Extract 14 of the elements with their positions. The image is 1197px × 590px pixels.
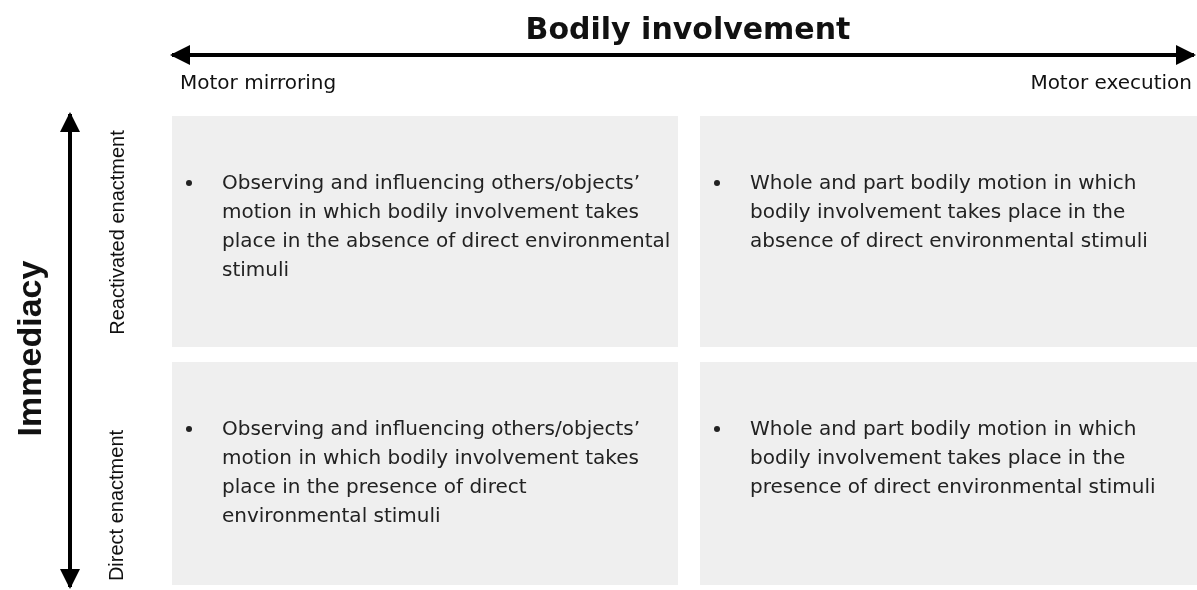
axis-end-label: Reactivated enactment [105,129,129,335]
axis-end-label: Direct enactment [105,429,129,581]
axis-title: Immediacy [10,260,50,436]
axis-title: Bodily involvement [525,10,851,46]
quadrant-box [700,116,1197,347]
quadrant-box [700,362,1197,585]
bullet-text: Observing and influencing others/objects’ motion in which bodily involvement takes place in the absence of direct environmental stimuli [222,169,672,283]
axis-end-label: Motor mirroring [180,70,337,94]
quadrant-box [172,362,678,585]
bullet-text: Observing and influencing others/objects’ motion in which bodily involvement takes place in the presence of direct environmental stimuli [222,415,642,529]
bullet-text: Whole and part bodily motion in which bodily involvement takes place in the absence of direct environmental stimuli [750,169,1149,254]
axis-end-label: Motor execution [1030,70,1192,94]
bullet-text: Whole and part bodily motion in which bodily involvement takes place in the presence of direct environmental stimuli [750,415,1157,500]
quadrant-box [172,116,678,347]
